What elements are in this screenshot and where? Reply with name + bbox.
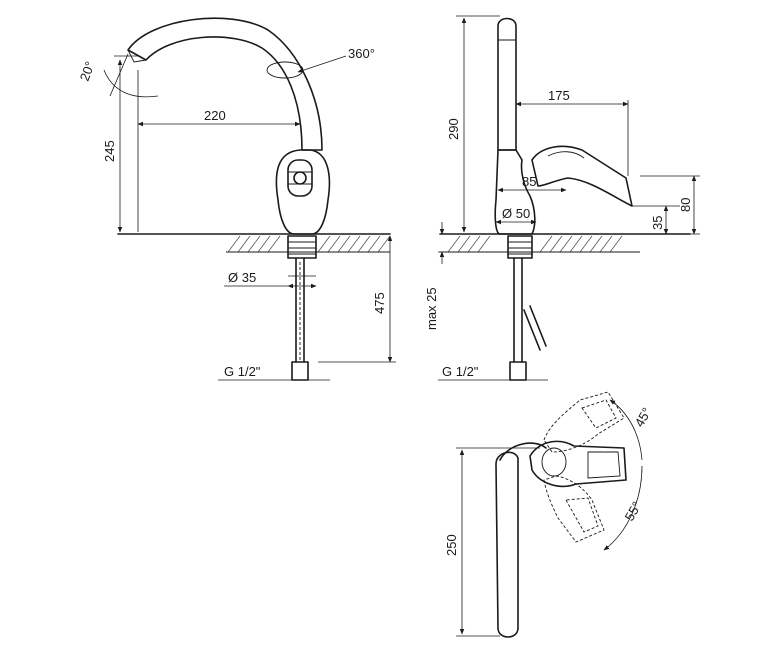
- side-spout: [497, 17, 517, 151]
- dim-height-side: 245: [102, 140, 117, 162]
- side-view: 290 175 85 Ø 50 35 80 max 25 G 1/2": [424, 15, 700, 381]
- dim-lever-pos: 85: [522, 174, 536, 189]
- spout: [127, 17, 323, 151]
- aerator: [127, 49, 147, 63]
- dim-spout-length: 250: [444, 534, 459, 556]
- dim-lever-height: 80: [678, 198, 693, 212]
- top-body-edge: [499, 442, 547, 461]
- dim-lever-height-small: 35: [650, 216, 665, 230]
- side-supply-hose-1: [513, 257, 523, 363]
- hose-nut: [291, 361, 309, 381]
- dim-connection-left: G 1/2": [224, 364, 261, 379]
- side-supply-hose-2: [523, 305, 547, 351]
- top-spout: [495, 451, 519, 638]
- front-lever-cap: [287, 159, 313, 197]
- dim-total-height: 290: [446, 118, 461, 140]
- dim-angle-down: 55°: [622, 499, 645, 524]
- front-lever-dot: [293, 171, 307, 185]
- dim-connection-right: G 1/2": [442, 364, 479, 379]
- side-body: [494, 149, 536, 235]
- dim-base-diameter: Ø 35: [228, 270, 256, 285]
- top-lever-down: [543, 475, 605, 543]
- dim-lever-length: 175: [548, 88, 570, 103]
- supply-hose: [295, 257, 305, 363]
- dim-body-diameter: Ø 50: [502, 206, 530, 221]
- side-lever: [531, 145, 633, 207]
- dim-max-thickness: max 25: [424, 287, 439, 330]
- side-mount-thread: [507, 235, 533, 259]
- front-view: 220 245 20° 360° Ø 35 475 G 1/2": [77, 17, 396, 381]
- dim-rotation: 360°: [348, 46, 375, 61]
- swivel-ring: [266, 61, 304, 79]
- countertop-hatch: [226, 235, 391, 253]
- front-body: [275, 149, 331, 235]
- dim-spout-angle: 20°: [77, 59, 98, 83]
- side-countertop-hatch: [440, 235, 640, 253]
- dim-hose-length: 475: [372, 292, 387, 314]
- top-view: 45° 55° 250: [444, 391, 655, 638]
- mount-thread: [287, 235, 317, 259]
- dim-angle-up: 45°: [632, 405, 655, 430]
- dim-reach: 220: [204, 108, 226, 123]
- side-hose-nut: [509, 361, 527, 381]
- top-lever: [529, 440, 627, 488]
